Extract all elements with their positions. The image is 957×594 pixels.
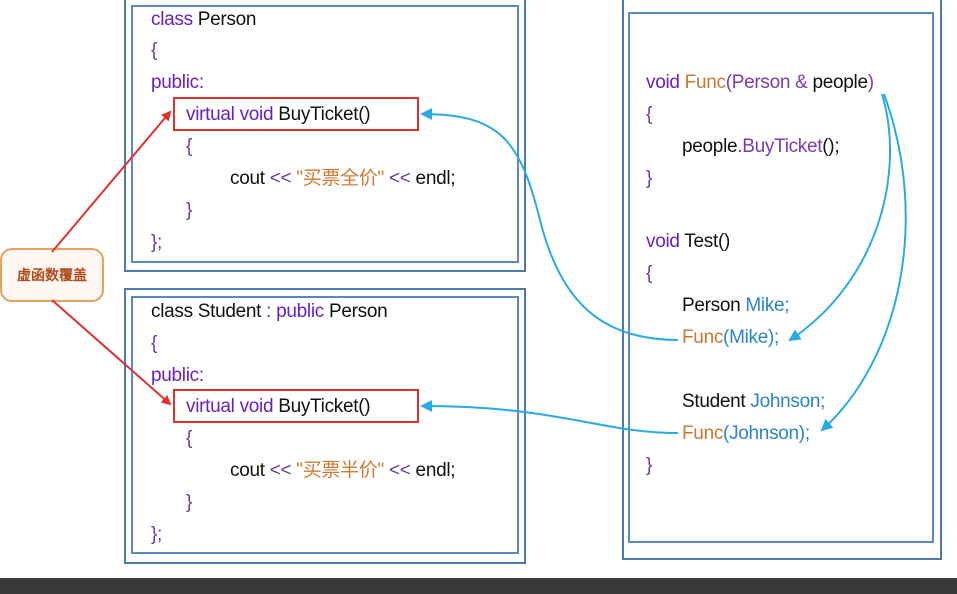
- student-class-declaration: class Student : public Person: [151, 301, 388, 322]
- student-func-close-brace: }: [186, 492, 193, 513]
- test-code-outer-frame: [622, 0, 942, 560]
- person-func-open-brace: {: [186, 136, 193, 157]
- cyan-arrow-people-to-mike: [788, 93, 892, 342]
- person-mike-declaration: Person Mike;: [682, 295, 790, 316]
- virtual-override-label: 虚函数覆盖: [0, 248, 104, 302]
- cyan-arrow-johnson-to-student: [420, 400, 679, 434]
- arrow-layer: [51, 93, 907, 434]
- test-code-inner-frame: [628, 12, 934, 543]
- student-func-open-brace: {: [186, 428, 193, 449]
- red-arrow-to-student: [51, 299, 172, 406]
- student-class-outer-frame: [124, 288, 526, 564]
- red-arrow-to-person: [51, 110, 172, 253]
- people-buyticket-call: people.BuyTicket();: [682, 136, 840, 157]
- student-buyticket-highlight: [173, 389, 419, 423]
- person-close-brace: };: [151, 232, 163, 253]
- func-mike-call: Func(Mike);: [682, 327, 779, 348]
- student-class-inner-frame: [131, 296, 519, 554]
- func-declaration: void Func(Person & people): [646, 72, 874, 93]
- student-public-label: public:: [151, 365, 204, 386]
- student-open-brace: {: [151, 333, 158, 354]
- person-class-outer-frame: [124, 0, 526, 272]
- func-close-brace: }: [646, 168, 653, 189]
- person-open-brace: {: [151, 40, 158, 61]
- person-cout-line: cout << "买票全价" << endl;: [230, 168, 456, 189]
- func-johnson-call: Func(Johnson);: [682, 423, 810, 444]
- test-declaration: void Test(): [646, 231, 731, 252]
- person-class-inner-frame: [131, 5, 519, 263]
- cyan-arrow-mike-to-person: [420, 108, 679, 341]
- student-johnson-declaration: Student Johnson;: [682, 391, 826, 412]
- student-close-brace: };: [151, 524, 163, 545]
- person-class-declaration: class Person: [151, 9, 257, 30]
- person-buyticket-highlight: [173, 97, 419, 131]
- person-buyticket-signature: virtual void BuyTicket(): [186, 104, 371, 125]
- student-buyticket-signature: virtual void BuyTicket(): [186, 396, 371, 417]
- bottom-bar: [0, 578, 957, 594]
- person-func-close-brace: }: [186, 200, 193, 221]
- cyan-arrow-people-to-johnson: [820, 93, 907, 432]
- test-open-brace: {: [646, 263, 653, 284]
- func-open-brace: {: [646, 104, 653, 125]
- test-close-brace: }: [646, 455, 653, 476]
- person-public-label: public:: [151, 72, 204, 93]
- student-cout-line: cout << "买票半价" << endl;: [230, 460, 456, 481]
